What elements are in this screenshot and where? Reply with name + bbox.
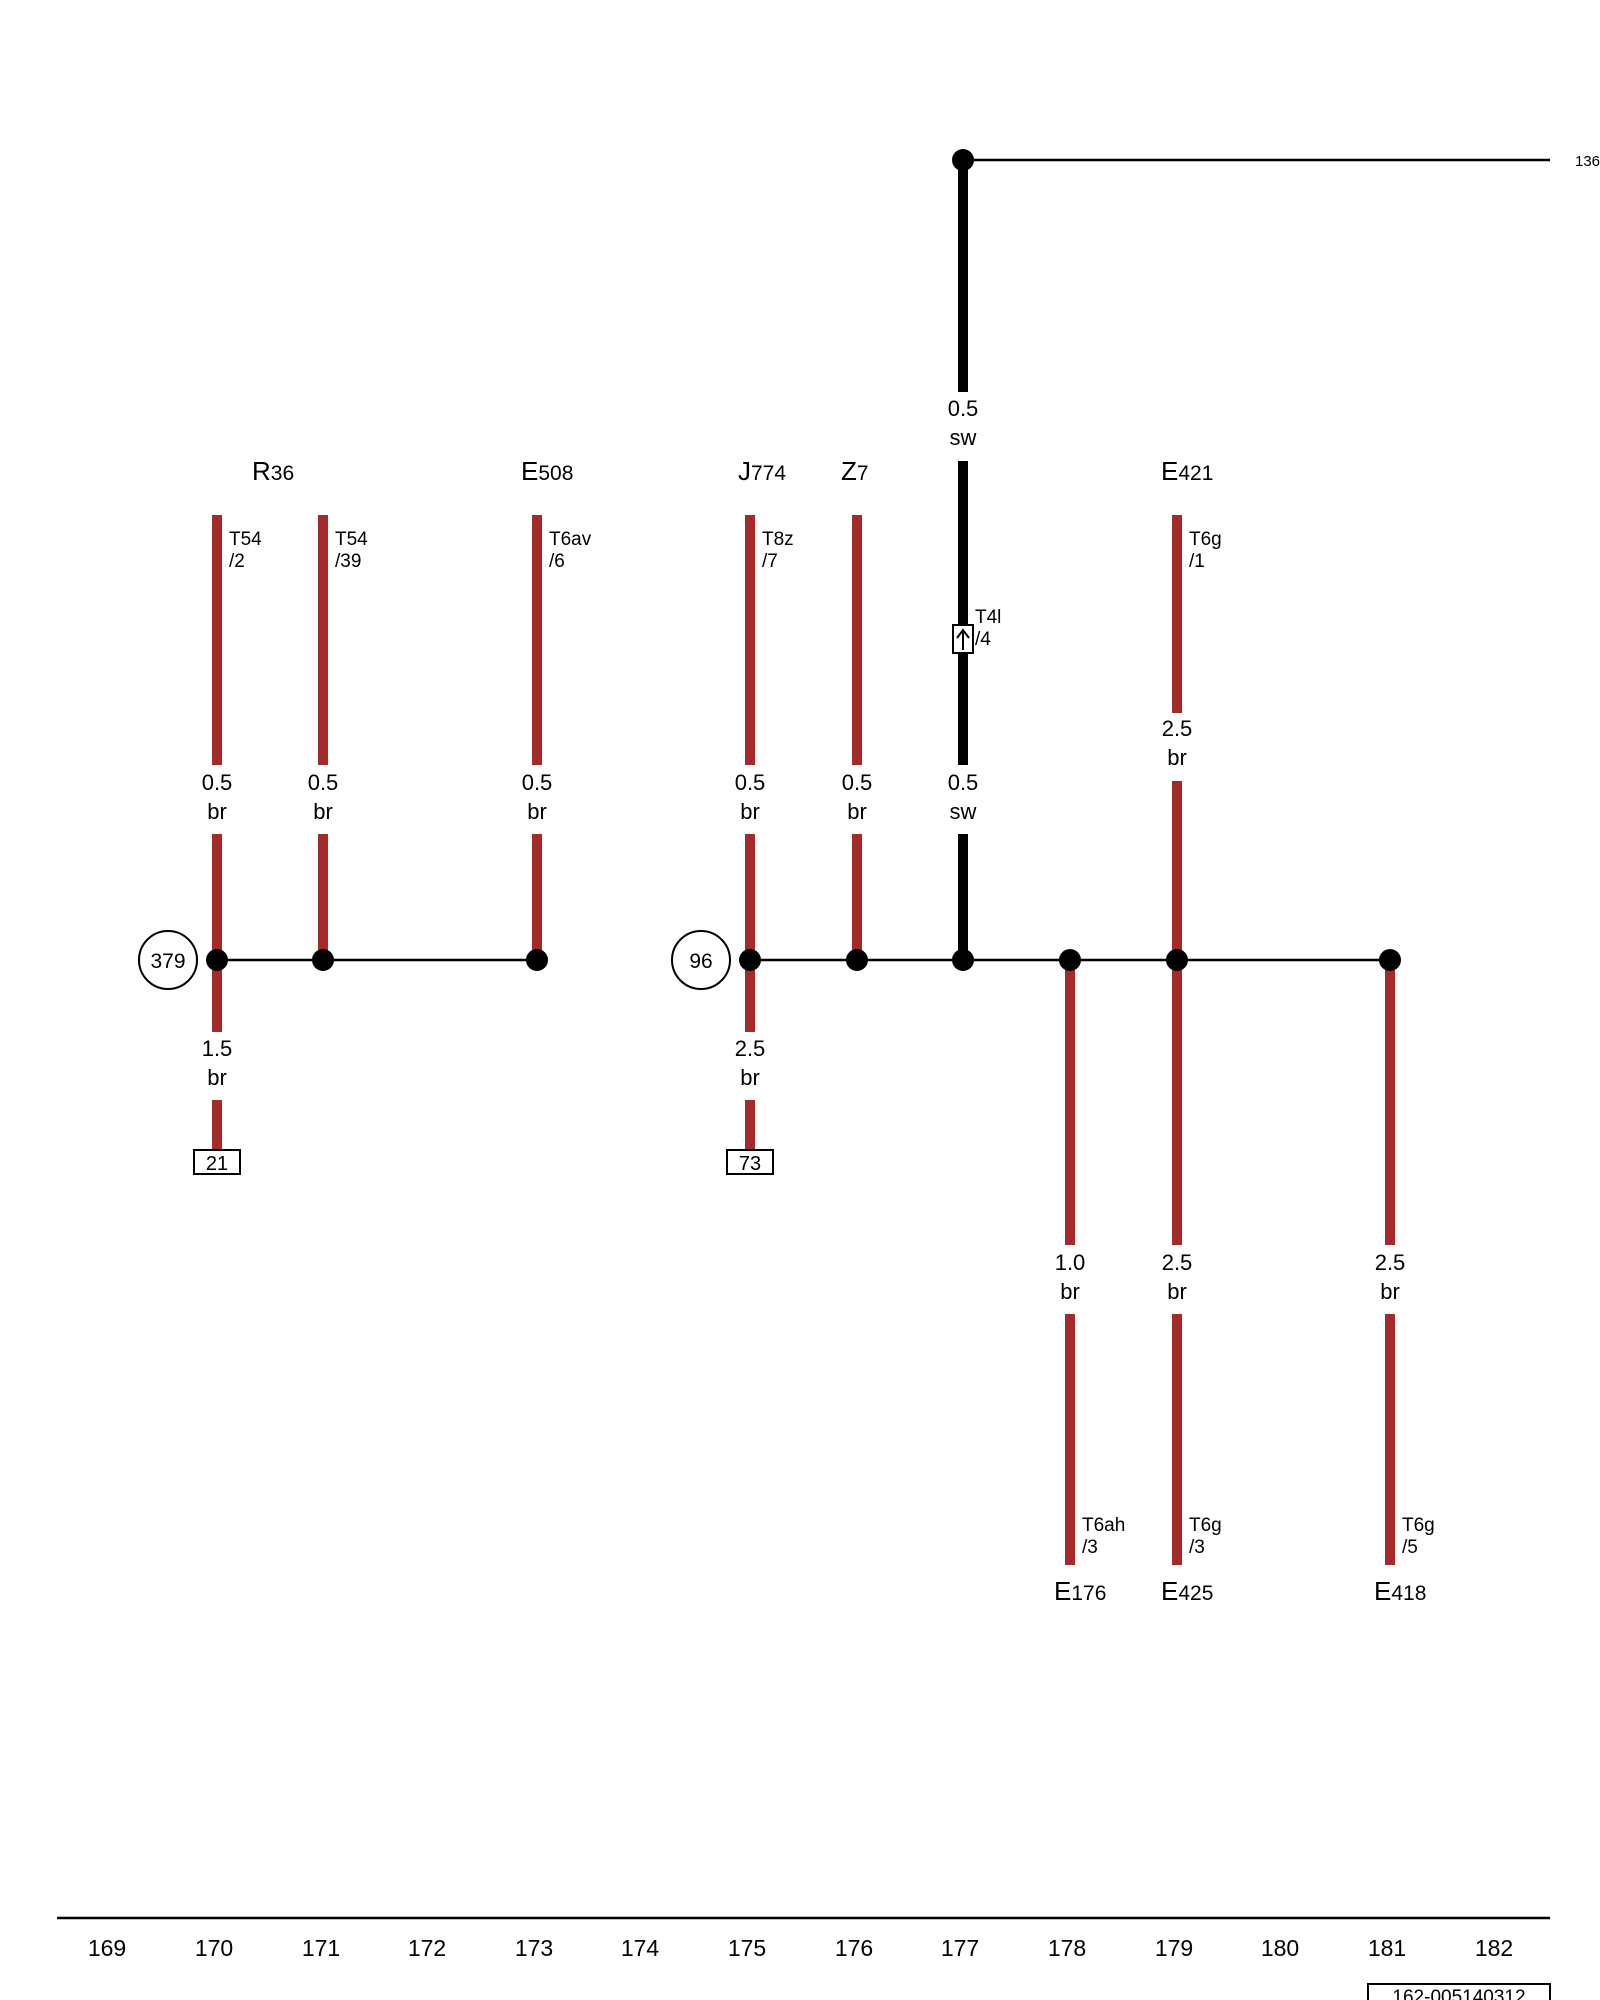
column-number: 170 <box>195 1935 233 1961</box>
component-label: E418 <box>1374 1576 1426 1606</box>
ground-point-circle <box>671 930 731 990</box>
component-label: J774 <box>738 456 786 486</box>
ref-box-label: 21 <box>206 1153 228 1175</box>
junction-dot <box>526 949 548 971</box>
junction-dot <box>846 949 868 971</box>
component-label: E421 <box>1161 456 1213 486</box>
doc-number: 162-005140312 <box>1392 1987 1525 2000</box>
junction-dot <box>1379 949 1401 971</box>
doc-number-frame <box>1367 1983 1551 2000</box>
connector-arrow <box>956 628 970 650</box>
junction-dot <box>1166 949 1188 971</box>
lower-stub-wires <box>212 960 755 1152</box>
column-number: 171 <box>302 1935 340 1961</box>
pin-label: T4l/4 <box>975 607 1001 650</box>
component-label: E176 <box>1054 1576 1106 1606</box>
ground-point-label: 379 <box>150 950 185 973</box>
junction-dot <box>739 949 761 971</box>
ref-box <box>726 1149 774 1175</box>
column-number: 177 <box>941 1935 979 1961</box>
pin-label: T6g/1 <box>1189 529 1222 572</box>
pin-label: T8z/7 <box>762 529 794 572</box>
column-number: 172 <box>408 1935 446 1961</box>
ref-box <box>193 1149 241 1175</box>
column-number: 182 <box>1475 1935 1513 1961</box>
pin-labels: T54/2 T54/39 T6av/6 T8z/7 T4l/4 T6g/1 T6… <box>229 529 1435 1558</box>
column-number: 179 <box>1155 1935 1193 1961</box>
component-label: R36 <box>252 456 294 486</box>
column-number: 180 <box>1261 1935 1299 1961</box>
column-number: 173 <box>515 1935 553 1961</box>
pin-label: T6av/6 <box>549 529 592 572</box>
column-number: 176 <box>835 1935 873 1961</box>
upper-brown-wires <box>212 515 1182 960</box>
component-label: E425 <box>1161 1576 1213 1606</box>
column-number: 178 <box>1048 1935 1086 1961</box>
junction-dot <box>206 949 228 971</box>
ref-box-label: 73 <box>739 1153 761 1175</box>
component-label: Z7 <box>841 456 869 486</box>
ground-point-96: 96 <box>671 930 731 990</box>
pin-label: T54/2 <box>229 529 262 572</box>
junction-dot <box>1059 949 1081 971</box>
ground-point-379: 379 <box>138 930 198 990</box>
column-number: 181 <box>1368 1935 1406 1961</box>
column-ruler: 169 170 171 172 173 174 175 176 177 178 … <box>57 1916 1550 1961</box>
component-labels: R36 E508 J774 Z7 E421 E176 E425 E418 <box>252 456 1426 1606</box>
pin-label: T54/39 <box>335 529 368 572</box>
pin-label: T6g/5 <box>1402 1515 1435 1558</box>
down-brown-wires <box>1065 960 1395 1565</box>
continuation-ref: 136 <box>1575 153 1600 170</box>
junction-dot <box>952 949 974 971</box>
ref-box-21: 21 <box>193 1149 241 1175</box>
column-number: 174 <box>621 1935 660 1961</box>
component-label: E508 <box>521 456 573 486</box>
pin-label: T6g/3 <box>1189 1515 1222 1558</box>
ground-point-label: 96 <box>689 950 712 973</box>
junction-dot <box>312 949 334 971</box>
ref-box-73: 73 <box>726 1149 774 1175</box>
pin-label: T6ah/3 <box>1082 1515 1125 1558</box>
column-number: 169 <box>88 1935 126 1961</box>
ground-point-circle <box>138 930 198 990</box>
column-number: 175 <box>728 1935 766 1961</box>
supply-wire-group: 136 <box>952 149 1600 960</box>
doc-number-box: 162-005140312 <box>1367 1983 1551 2000</box>
junction-dots <box>206 949 1401 971</box>
